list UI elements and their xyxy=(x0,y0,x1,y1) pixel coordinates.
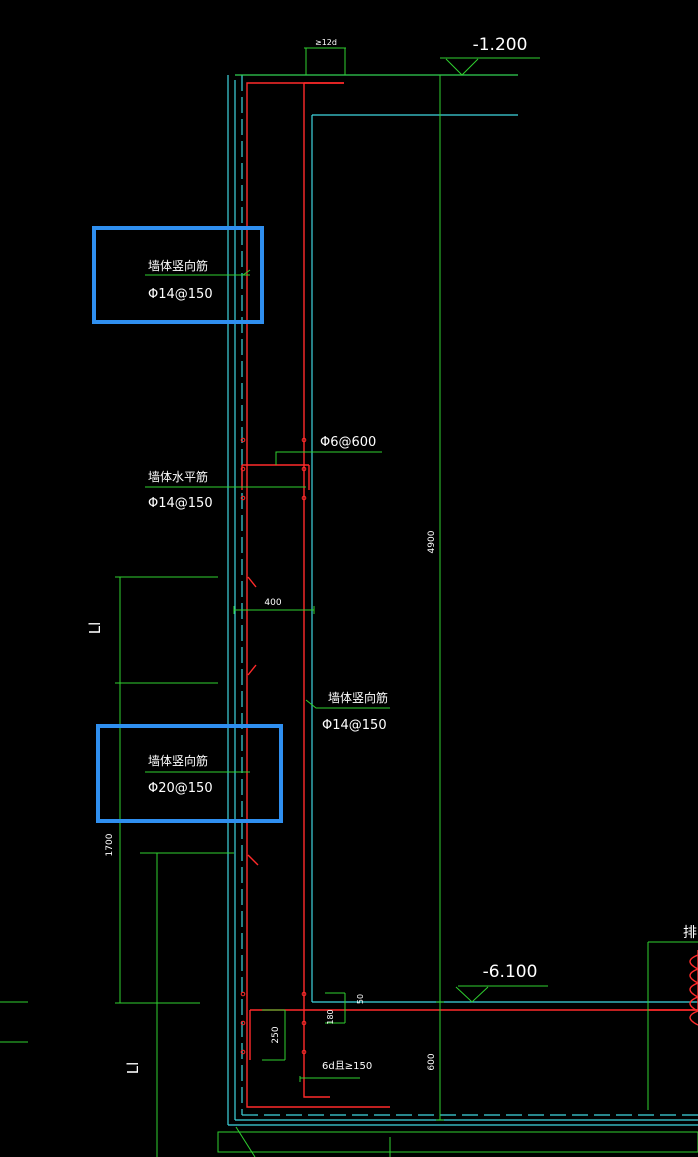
cover-180-dim: 180 xyxy=(326,1009,335,1024)
anchor-length-label: ≥12d xyxy=(315,38,337,47)
edge-cut-text: 排 xyxy=(683,925,697,941)
dimension-lines xyxy=(0,47,698,1157)
lap-length-dim: 1700 xyxy=(105,833,115,856)
top-elevation-label: -1.200 xyxy=(473,35,528,55)
cover-250-dim: 250 xyxy=(271,1026,281,1043)
bottom-elevation-label: -6.100 xyxy=(483,962,538,982)
rebar-lines xyxy=(241,82,698,1108)
concrete-outline xyxy=(227,74,698,1126)
hook-length-label: 6d且≥150 xyxy=(322,1060,372,1072)
rebar-dots xyxy=(240,437,307,1055)
highlight-box-lower xyxy=(96,724,283,823)
inner-bar-title: 墙体竖向筋 xyxy=(328,690,388,705)
highlight-1-title: 墙体竖向筋 xyxy=(148,258,208,273)
cover-50-dim: 50 xyxy=(356,994,365,1004)
tie-spec-label: Φ6@600 xyxy=(320,435,376,450)
base-thickness-dim: 600 xyxy=(427,1053,437,1070)
horizontal-bar-title: 墙体水平筋 xyxy=(148,469,208,484)
horizontal-bar-spec: Φ14@150 xyxy=(148,496,213,511)
highlight-1-spec: Φ14@150 xyxy=(148,287,213,302)
highlight-box-upper xyxy=(92,226,264,324)
highlight-2-spec: Φ20@150 xyxy=(148,781,213,796)
lap-length-label-1: Ll xyxy=(86,622,104,635)
inner-bar-spec: Φ14@150 xyxy=(322,718,387,733)
lap-length-label-2: Ll xyxy=(124,1062,142,1075)
highlight-2-title: 墙体竖向筋 xyxy=(148,753,208,768)
wall-thickness-dim: 400 xyxy=(264,598,281,608)
total-height-dim: 4900 xyxy=(427,530,437,553)
